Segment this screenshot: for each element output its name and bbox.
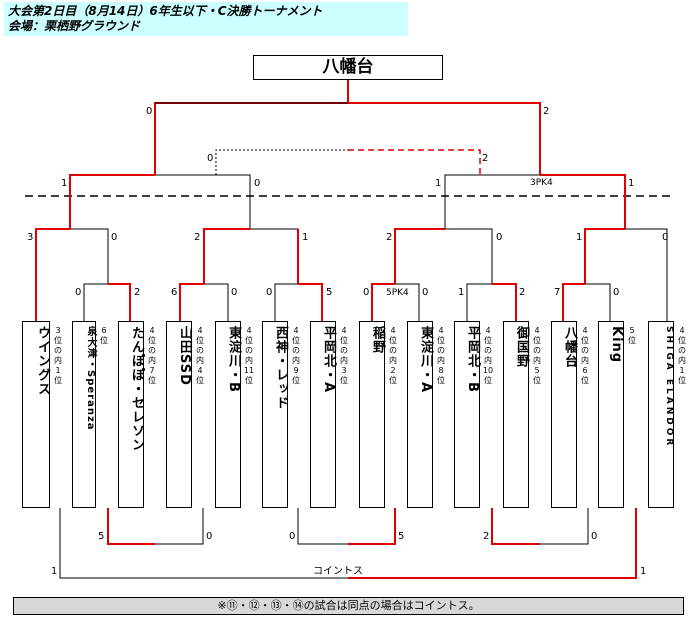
team-rank: 4位の内8位 [437,326,445,385]
title-line-1: 大会第2日目（8月14日）6年生以下・C決勝トーナメント [8,4,323,18]
team-rank: 6位 [100,326,108,345]
score: 2 [543,106,550,117]
score: 0 [662,232,669,243]
team-box: 山田SSD [166,321,192,508]
team-box: 稲野 [359,321,385,508]
team-name: 東淀川・B [226,326,241,393]
team-name: ウイングス [35,326,50,396]
team-name: 平岡北・A [321,326,336,394]
team-name: 西神・レッド [273,326,288,410]
team-box: たんぽぽ・セレソン [118,321,144,508]
pk-label: 5PK4 [386,288,409,298]
team-name: King [609,326,624,364]
score: 1 [628,178,635,189]
score: 5 [326,287,333,298]
team-rank: 4位の内6位 [581,326,589,385]
score: 0 [146,106,153,117]
score: 1 [435,178,442,189]
score: 0 [207,153,214,164]
score: 1 [640,566,647,577]
title-line-2: 会場：栗栖野グラウンド [8,19,141,33]
coin-toss-label: コイントス [313,566,363,577]
score: 6 [171,287,178,298]
team-box: 泉大津・Speranza [72,321,96,508]
score: 0 [111,232,118,243]
team-box: 東淀川・A [407,321,433,508]
pk-label: 3PK4 [530,178,553,188]
champion-box: 八幡台 [253,55,443,80]
team-name: 東淀川・A [418,326,433,394]
team-rank: 4位の内11位 [243,326,255,385]
team-rank: 4位の内4位 [196,326,204,385]
team-box: King [598,321,624,508]
team-rank: 4位の内5位 [533,326,541,385]
footer-note: ※⑪・⑫・⑬・⑭の試合は同点の場合はコイントス。 [13,597,684,615]
team-name: 稲野 [370,326,385,354]
team-name: SHIGA ELANDOR [664,326,674,449]
team-box: 平岡北・B [454,321,480,508]
score: 0 [422,287,429,298]
score: 0 [254,178,261,189]
team-box: 東淀川・B [215,321,241,508]
team-name: 御国野 [514,326,529,368]
team-box: ウイングス [22,321,50,508]
team-rank: 4位の内7位 [148,326,156,385]
team-rank: 3位の内1位 [54,326,62,385]
score: 0 [206,531,213,542]
score: 0 [591,531,598,542]
team-rank: 4位の内2位 [389,326,397,385]
score: 2 [194,232,201,243]
score: 0 [613,287,620,298]
score: 0 [231,287,238,298]
score: 5 [98,531,105,542]
team-name: 泉大津・Speranza [85,326,96,431]
score: 0 [75,287,82,298]
team-rank: 5位 [628,326,636,345]
score: 0 [289,531,296,542]
score: 0 [496,232,503,243]
team-name: 八幡台 [562,326,577,368]
team-name: たんぽぽ・セレソン [129,326,144,452]
team-box: 西神・レッド [262,321,288,508]
team-rank: 4位の内10位 [482,326,494,385]
team-box: SHIGA ELANDOR [648,321,674,508]
score: 2 [519,287,526,298]
score: 1 [576,232,583,243]
team-box: 御国野 [503,321,529,508]
team-rank: 4位の内9位 [292,326,300,385]
score: 7 [554,287,561,298]
team-rank: 4位の内3位 [340,326,348,385]
score: 2 [483,531,490,542]
team-rank: 4位の内1位 [678,326,686,385]
score: 1 [51,566,58,577]
score: 5 [398,531,405,542]
team-box: 八幡台 [551,321,577,508]
team-name: 山田SSD [177,326,192,386]
title-banner: 大会第2日目（8月14日）6年生以下・C決勝トーナメント 会場：栗栖野グラウンド [4,2,408,36]
score: 2 [482,153,489,164]
score: 0 [363,287,370,298]
score: 2 [134,287,141,298]
score: 1 [302,232,309,243]
score: 2 [386,232,393,243]
score: 3 [27,232,34,243]
team-box: 平岡北・A [310,321,336,508]
score: 1 [458,287,465,298]
score: 1 [61,178,68,189]
score: 0 [266,287,273,298]
team-name: 平岡北・B [465,326,480,393]
